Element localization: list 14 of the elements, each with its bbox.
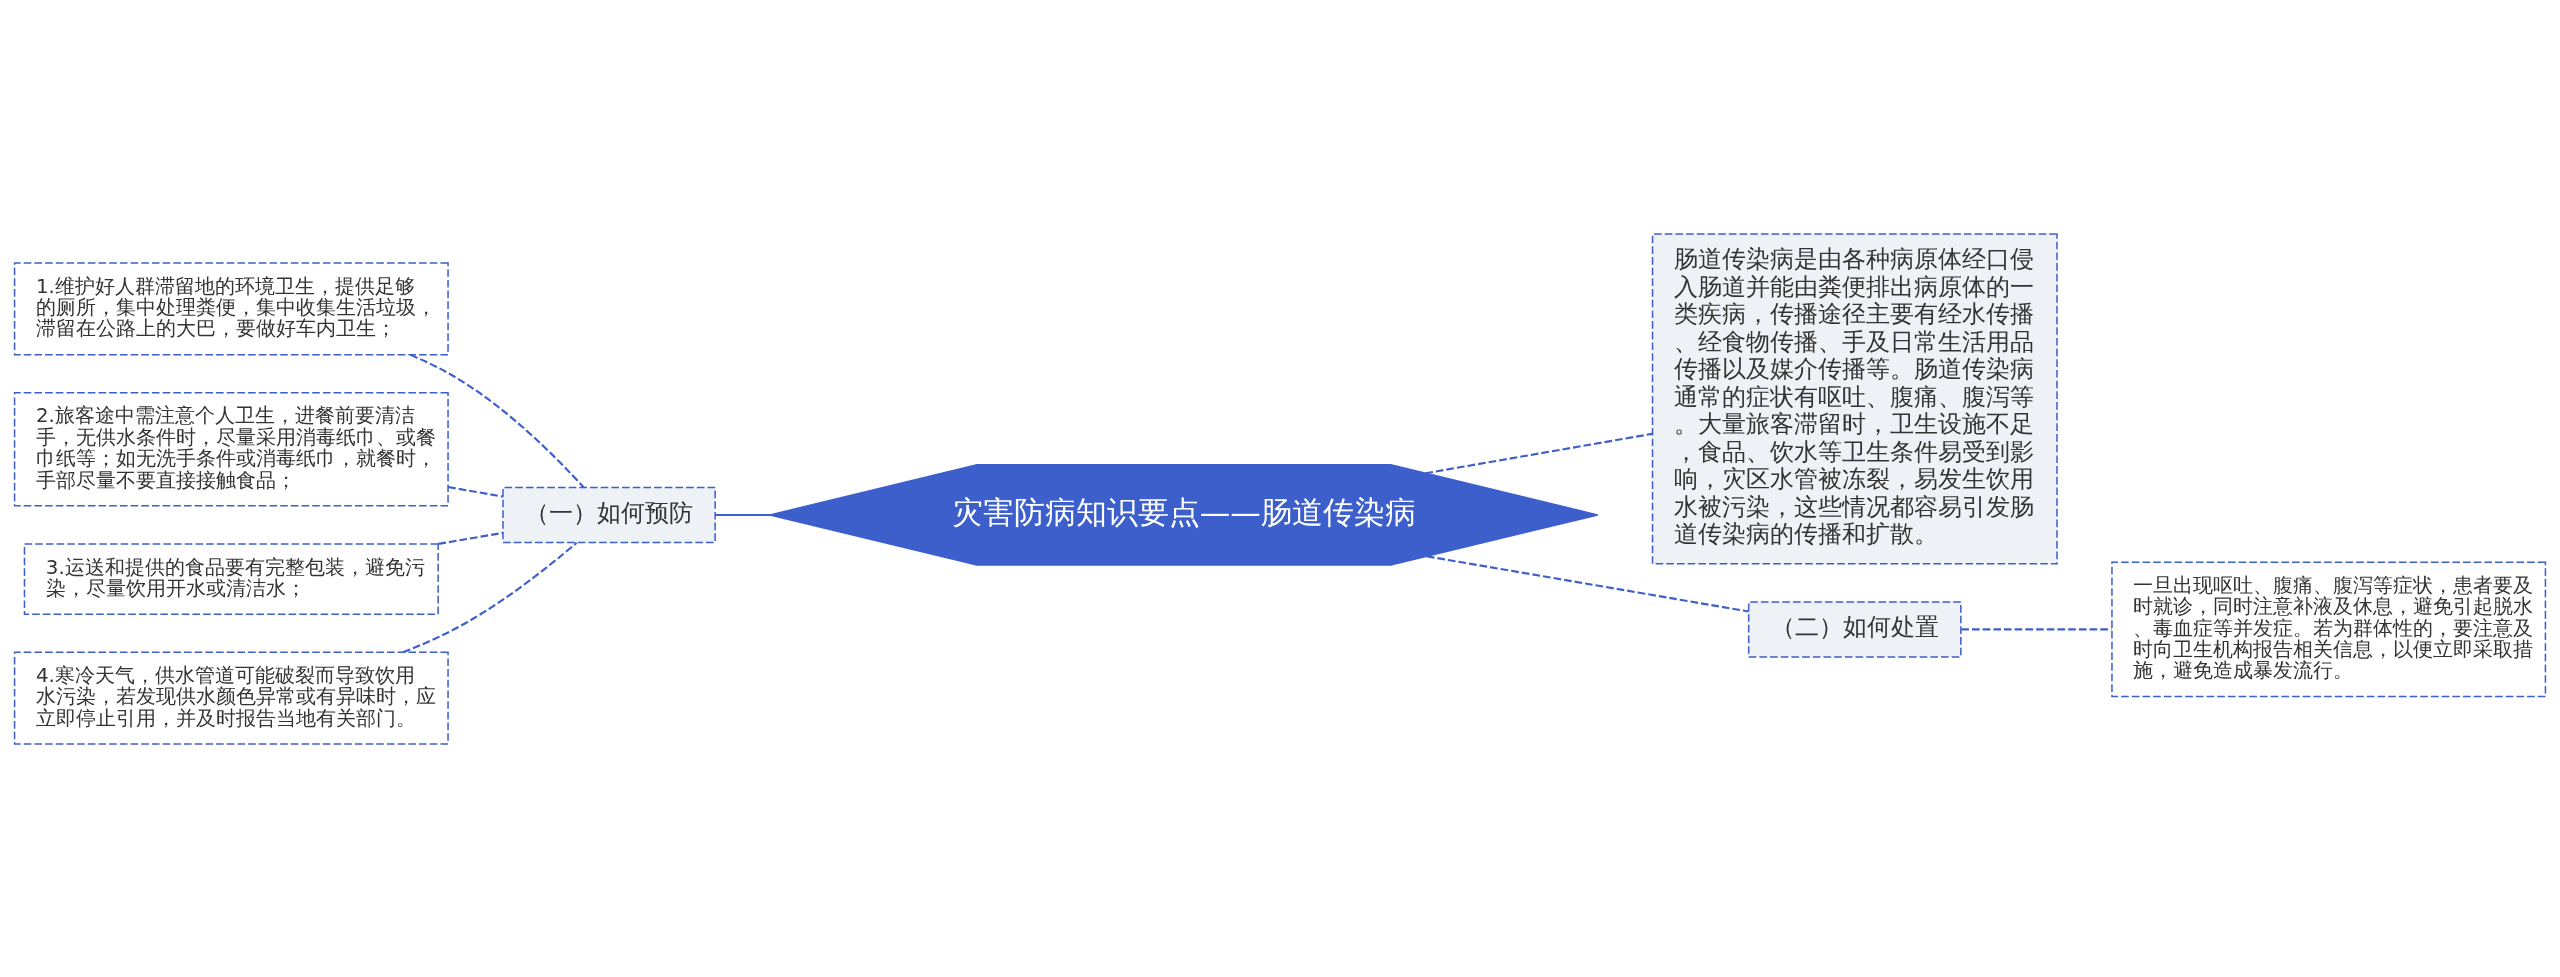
connector <box>1425 432 1653 474</box>
node-box: 4.寒冷天气，供水管道可能破裂而导致饮用水污染，若发现供水颜色异常或有异味时，应立即停止引用，并及时报告当地有关部门。 <box>13 651 449 745</box>
node-box: 3.运送和提供的食品要有完整包装，避免污染，尽量饮用开水或清洁水； <box>23 542 439 615</box>
node-box: （二）如何处置 <box>1747 600 1962 658</box>
connector <box>715 513 771 516</box>
connector <box>438 531 504 545</box>
connector <box>447 485 504 498</box>
node-box: 1.维护好人群滞留地的环境卫生，提供足够的厕所，集中处理粪便，集中收集生活垃圾，滞留在公路上的大巴，要做好车内卫生； <box>13 261 449 355</box>
node-box: 一旦出现呕吐、腹痛、腹泻等症状，患者要及时就诊，同时注意补液及休息，避免引起脱水、毒血症等并发症。若为群体性的，要注意及时向卫生机构报告相关信息，以便立即采取措施，避免造成暴发流行。 <box>2111 561 2547 697</box>
connector <box>1961 627 2112 630</box>
node-box: 肠道传染病是由各种病原体经口侵入肠道并能由粪便排出病原体的一类疾病，传播途径主要有经水传播、经食物传播、手及日常生活用品传播以及媒介传播等。肠道传染病通常的症状有呕吐、腹痛、腹泻等。大量旅客滞留时，卫生设施不足，食品、饮水等卫生条件易受到影响，灾区水管被冻裂，易发生饮用水被污染，这些情况都容易引发肠道传染病的传播和扩散。 <box>1651 232 2058 565</box>
node-box: 2.旅客途中需注意个人卫生，进餐前要清洁手，无供水条件时，尽量采用消毒纸巾、或餐巾纸等；如无洗手条件或消毒纸巾，就餐时，手部尽量不要直接接触食品； <box>13 391 449 507</box>
connector <box>1426 554 1749 613</box>
node-box: （一）如何预防 <box>502 486 716 543</box>
